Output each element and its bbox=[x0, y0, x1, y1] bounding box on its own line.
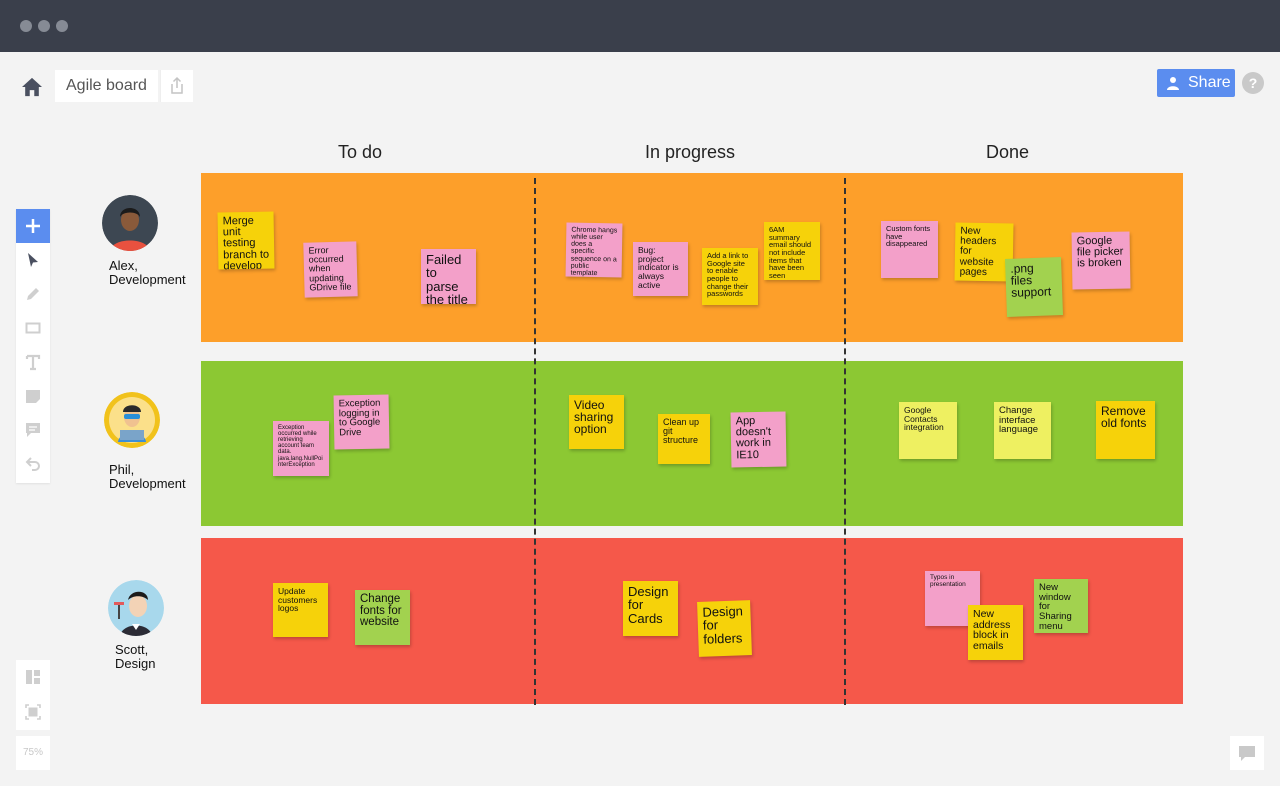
sticky-note[interactable]: 6AM summary email should not include ite… bbox=[764, 222, 820, 280]
pen-tool-button[interactable] bbox=[16, 277, 50, 311]
sticky-note[interactable]: Bug: project indicator is always active bbox=[633, 242, 688, 296]
layout-button[interactable] bbox=[16, 660, 50, 694]
text-icon bbox=[25, 354, 41, 371]
home-icon bbox=[22, 77, 42, 97]
select-tool-button[interactable] bbox=[16, 243, 50, 277]
sticky-note[interactable]: Failed to parse the title bbox=[421, 249, 476, 304]
sticky-note[interactable]: Design for Cards bbox=[623, 581, 678, 636]
sticky-note[interactable]: Clean up git structure bbox=[658, 414, 710, 464]
undo-button[interactable] bbox=[16, 447, 50, 481]
sticky-note[interactable]: Exception logging in to Google Drive bbox=[333, 394, 390, 450]
share-button[interactable]: Share bbox=[1157, 69, 1235, 97]
home-button[interactable] bbox=[18, 74, 46, 100]
person-icon bbox=[1167, 77, 1179, 90]
view-toolbar bbox=[16, 660, 50, 730]
sticky-note[interactable]: Chrome hangs while user does a specific … bbox=[565, 222, 623, 278]
person-name-scott: Scott, Design bbox=[115, 642, 156, 671]
sticky-note[interactable]: Google Contacts integration bbox=[899, 402, 957, 459]
comment-icon bbox=[26, 423, 40, 437]
undo-icon bbox=[25, 457, 40, 471]
sticky-note[interactable]: Custom fonts have disappeared bbox=[881, 221, 938, 278]
board-title[interactable]: Agile board bbox=[55, 70, 158, 102]
sticky-note[interactable]: Add a link to Google site to enable peop… bbox=[702, 248, 758, 305]
avatar-scott bbox=[108, 580, 164, 636]
avatar-phil bbox=[104, 392, 160, 448]
window-dot-maximize[interactable] bbox=[56, 20, 68, 32]
sticky-note[interactable]: Remove old fonts bbox=[1096, 401, 1155, 459]
sticky-note[interactable]: Change fonts for website bbox=[355, 590, 410, 645]
sticky-note[interactable]: New window for Sharing menu bbox=[1034, 579, 1088, 633]
sticky-note[interactable]: Error occurred when updating GDrive file bbox=[303, 241, 358, 298]
export-icon bbox=[171, 76, 183, 94]
sticky-note[interactable]: App doesn't work in IE10 bbox=[730, 411, 787, 468]
sticky-note[interactable]: Video sharing option bbox=[569, 395, 624, 449]
left-toolbar bbox=[16, 209, 50, 483]
layout-icon bbox=[26, 670, 40, 684]
sticky-note[interactable]: Update customers logos bbox=[273, 583, 328, 637]
sticky-note[interactable]: Exception occurred while retrieving acco… bbox=[273, 421, 329, 476]
export-button[interactable] bbox=[160, 70, 193, 102]
sticky-note-tool-button[interactable] bbox=[16, 379, 50, 413]
pen-icon bbox=[27, 288, 39, 300]
rectangle-icon bbox=[25, 322, 41, 334]
sticky-note[interactable]: Merge unit testing branch to develop bbox=[217, 211, 275, 270]
window-titlebar bbox=[0, 0, 1280, 52]
share-label: Share bbox=[1188, 74, 1231, 91]
comment-tool-button[interactable] bbox=[16, 413, 50, 447]
plus-icon bbox=[26, 219, 40, 233]
window-dot-close[interactable] bbox=[20, 20, 32, 32]
person-name-alex: Alex, Development bbox=[109, 258, 186, 287]
sticky-note[interactable]: Design for folders bbox=[697, 600, 752, 657]
cursor-icon bbox=[28, 253, 38, 267]
sticky-note[interactable]: .png files support bbox=[1005, 257, 1063, 317]
column-divider bbox=[844, 178, 846, 705]
column-header-done: Done bbox=[985, 142, 1030, 162]
person-name-phil: Phil, Development bbox=[109, 462, 186, 491]
column-divider bbox=[534, 178, 536, 705]
zoom-level[interactable]: 75% bbox=[16, 736, 50, 770]
fit-screen-button[interactable] bbox=[16, 695, 50, 729]
avatar-alex bbox=[102, 195, 158, 251]
add-tool-button[interactable] bbox=[16, 209, 50, 243]
help-button[interactable]: ? bbox=[1242, 72, 1264, 94]
sticky-note-icon bbox=[26, 390, 40, 403]
column-header-todo: To do bbox=[337, 142, 383, 162]
rectangle-tool-button[interactable] bbox=[16, 311, 50, 345]
text-tool-button[interactable] bbox=[16, 345, 50, 379]
sticky-note[interactable]: Change interface language bbox=[994, 402, 1051, 459]
column-header-in-progress: In progress bbox=[644, 142, 736, 162]
sticky-note[interactable]: Google file picker is broken bbox=[1071, 231, 1131, 290]
chat-button[interactable] bbox=[1230, 736, 1264, 770]
sticky-note[interactable]: New address block in emails bbox=[968, 605, 1023, 660]
window-dot-minimize[interactable] bbox=[38, 20, 50, 32]
chat-icon bbox=[1239, 746, 1255, 761]
fit-screen-icon bbox=[25, 704, 41, 720]
